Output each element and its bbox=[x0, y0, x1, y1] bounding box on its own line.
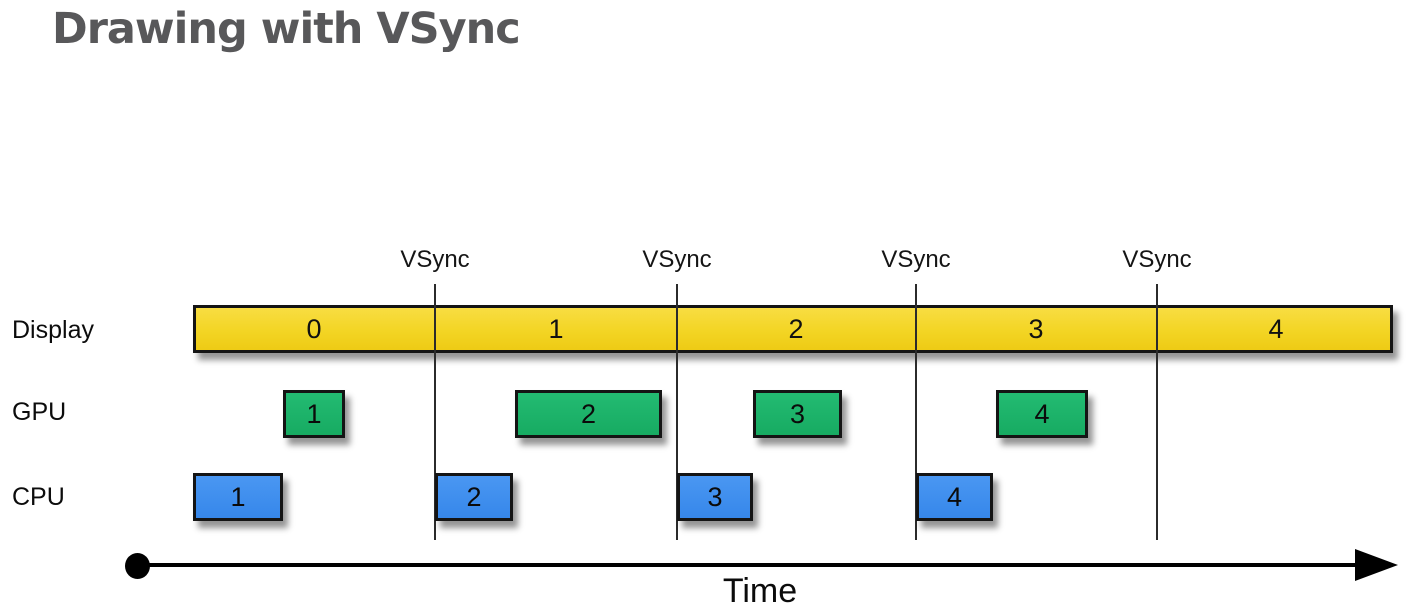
vsync-label-3: VSync bbox=[881, 246, 951, 273]
time-axis-label: Time bbox=[722, 572, 798, 610]
display-frame-4: 4 bbox=[1268, 314, 1284, 344]
vsync-label-2: VSync bbox=[642, 246, 712, 273]
display-frame-0: 0 bbox=[306, 314, 322, 344]
display-frame-2: 2 bbox=[788, 314, 804, 344]
display-frame-3: 3 bbox=[1028, 314, 1044, 344]
cpu-task-3: 3 bbox=[677, 473, 753, 521]
time-axis-origin-dot bbox=[125, 553, 150, 579]
time-axis-arrowhead bbox=[1355, 549, 1398, 581]
cpu-task-1: 1 bbox=[193, 473, 283, 521]
cpu-task-2: 2 bbox=[435, 473, 513, 521]
slide-title: Drawing with VSync bbox=[52, 4, 521, 54]
vsync-label-4: VSync bbox=[1122, 246, 1192, 273]
vsync-line-3 bbox=[915, 284, 917, 540]
cpu-task-4: 4 bbox=[916, 473, 993, 521]
gpu-task-1: 1 bbox=[283, 390, 345, 438]
row-label-gpu: GPU bbox=[12, 398, 67, 426]
row-label-cpu: CPU bbox=[12, 483, 65, 511]
vsync-line-4 bbox=[1156, 284, 1158, 540]
gpu-task-2: 2 bbox=[515, 390, 662, 438]
vsync-line-1 bbox=[434, 284, 436, 540]
gpu-task-3: 3 bbox=[753, 390, 842, 438]
time-axis-line bbox=[138, 563, 1360, 567]
display-frame-1: 1 bbox=[548, 314, 564, 344]
gpu-task-4: 4 bbox=[996, 390, 1088, 438]
row-label-display: Display bbox=[12, 316, 94, 344]
vsync-label-1: VSync bbox=[400, 246, 470, 273]
display-bar bbox=[193, 305, 1393, 353]
vsync-line-2 bbox=[676, 284, 678, 540]
